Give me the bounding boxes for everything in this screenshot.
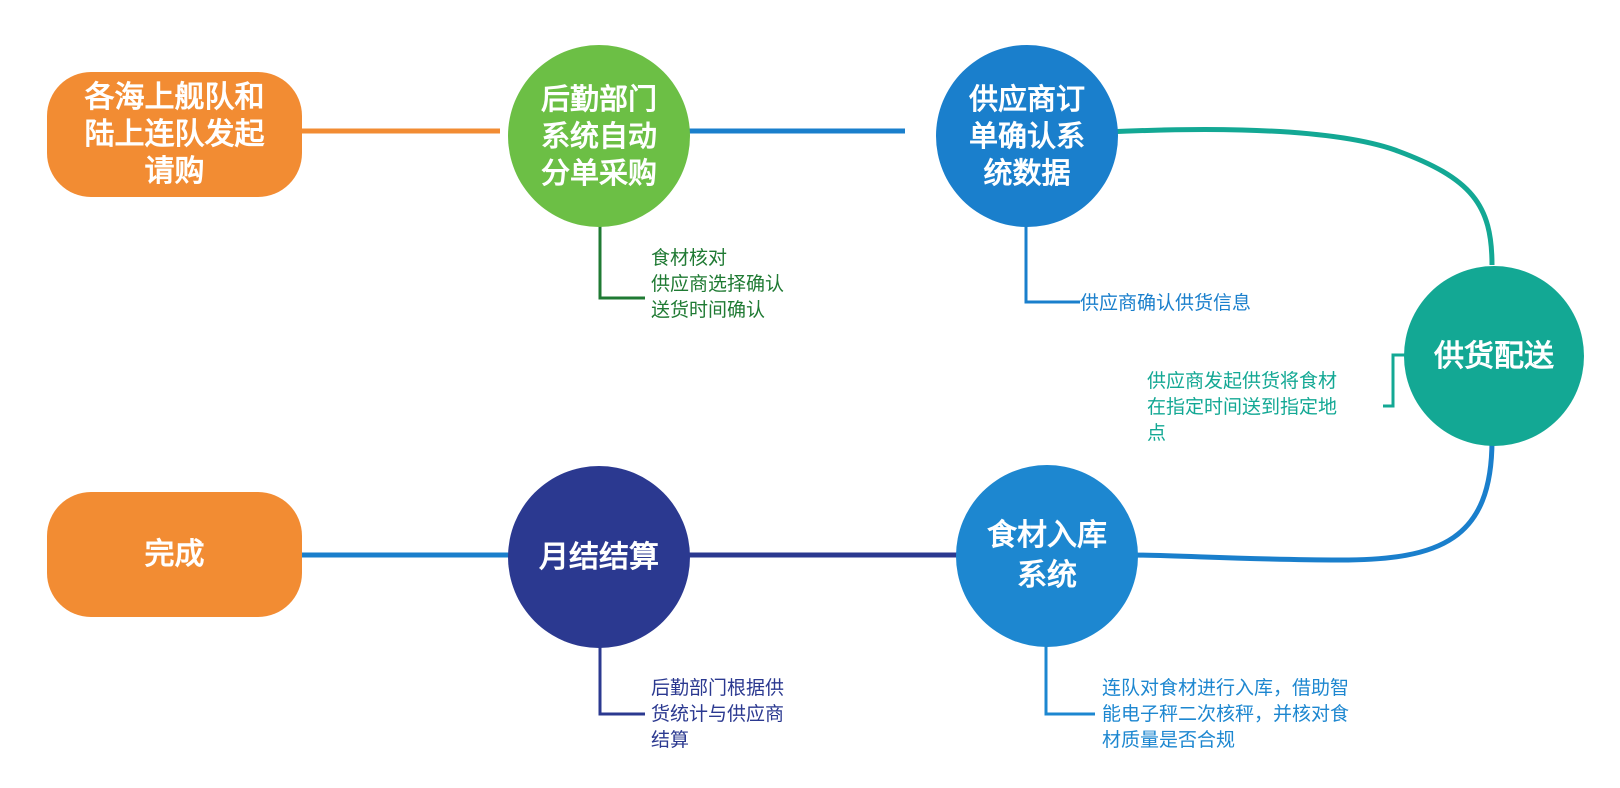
node-request-label: 各海上舰队和 陆上连队发起 请购 [84,80,265,189]
node-warehouse-label: 食材入库 系统 [987,518,1107,593]
connector-delivery-warehouse [1129,439,1495,563]
note-settle: 后勤部门根据供 货统计与供应商 结算 [651,677,785,751]
bracket-note-split [598,223,645,300]
note-warehouse: 连队对食材进行入库，借助智 能电子秤二次核秤，并核对食 材质量是否合规 [1102,677,1350,751]
node-confirm: 供应商订 单确认系 统数据 [936,45,1118,227]
node-confirm-label: 供应商订 单确认系 统数据 [968,81,1085,190]
node-done-label: 完成 [144,537,205,572]
bracket-note-delivery [1383,353,1405,408]
node-request: 各海上舰队和 陆上连队发起 请购 [47,72,302,197]
bracket-note-settle [598,645,645,716]
node-split: 后勤部门 系统自动 分单采购 [508,45,690,227]
bracket-note-confirm [1024,223,1080,304]
node-delivery: 供货配送 [1404,266,1584,446]
connector-confirm-delivery [1069,127,1495,266]
node-delivery-label: 供货配送 [1434,338,1554,374]
node-warehouse: 食材入库 系统 [956,465,1138,647]
node-settle-label: 月结结算 [539,539,659,575]
note-confirm: 供应商确认供货信息 [1080,292,1252,314]
note-delivery: 供应商发起供货将食材 在指定时间送到指定地 点 [1147,370,1338,444]
node-split-label: 后勤部门 系统自动 分单采购 [540,81,657,190]
bracket-note-warehouse [1044,645,1095,716]
node-settle: 月结结算 [508,466,690,648]
node-done: 完成 [47,492,302,617]
note-split: 食材核对 供应商选择确认 送货时间确认 [651,247,785,321]
